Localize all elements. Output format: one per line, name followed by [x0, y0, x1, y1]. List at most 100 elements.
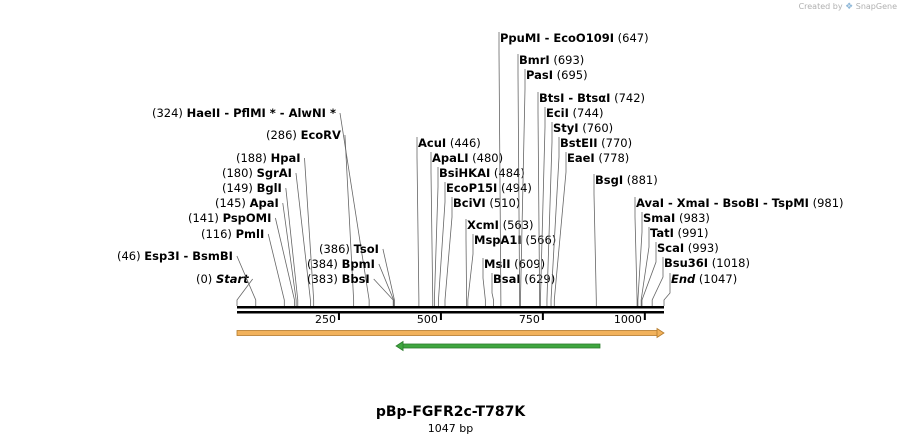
site-label: (188) HpaI: [236, 151, 301, 165]
scale-tick-label: 250: [315, 313, 336, 326]
restriction-site[interactable]: MspA1I (566): [467, 233, 556, 306]
site-name: MslI: [484, 257, 511, 271]
restriction-site[interactable]: BtsI - BtsαI (742): [537, 91, 645, 306]
restriction-site[interactable]: BsgI (881): [593, 173, 658, 306]
site-connector: [491, 273, 494, 306]
site-name: HaeII - PflMI * - AlwNI *: [187, 106, 336, 120]
site-position: (647): [614, 31, 649, 45]
restriction-site[interactable]: (384) BpmI: [307, 257, 395, 306]
site-position: (881): [623, 173, 658, 187]
plasmid-title: pBp-FGFR2c-T787K: [375, 404, 526, 420]
site-label: BciVI (510): [453, 196, 520, 210]
restriction-site[interactable]: TatI (991): [640, 226, 709, 306]
restriction-site[interactable]: (188) HpaI: [236, 151, 315, 306]
scale-tick: [439, 311, 442, 320]
restriction-site[interactable]: ApaLI (480): [430, 151, 503, 306]
site-name: SmaI: [643, 211, 675, 225]
restriction-site[interactable]: BmrI (693): [517, 53, 584, 306]
restriction-site[interactable]: (141) PspOMI: [188, 211, 295, 306]
restriction-site[interactable]: AvaI - XmaI - BsoBI - TspMI (981): [634, 196, 844, 306]
site-label: (324) HaeII - PflMI * - AlwNI *: [152, 106, 336, 120]
site-name: Bsu36I: [664, 256, 708, 270]
restriction-site[interactable]: BsaI (629): [491, 272, 555, 306]
site-connector: [339, 112, 370, 306]
site-name: BsiHKAI: [439, 166, 490, 180]
restriction-site[interactable]: (145) ApaI: [215, 196, 297, 306]
restriction-site[interactable]: BciVI (510): [444, 196, 520, 306]
site-label: AvaI - XmaI - BsoBI - TspMI (981): [636, 196, 844, 210]
site-name: EciI: [546, 106, 569, 120]
site-position: (180): [222, 166, 257, 180]
site-connector: [520, 69, 526, 306]
restriction-site[interactable]: Bsu36I (1018): [651, 256, 750, 306]
site-position: (742): [610, 91, 645, 105]
site-connector: [236, 255, 257, 306]
restriction-site[interactable]: (149) BglI: [222, 181, 299, 306]
site-name: XcmI: [467, 218, 499, 232]
restriction-site[interactable]: End (1047): [663, 272, 737, 306]
restriction-site[interactable]: XcmI (563): [465, 218, 534, 306]
snapgene-brand: Created by ❖ SnapGene: [799, 2, 897, 12]
restriction-site[interactable]: EcoP15I (494): [438, 181, 532, 306]
site-label: (46) Esp3I - BsmBI: [117, 249, 233, 263]
restriction-site[interactable]: SmaI (983): [637, 211, 710, 306]
site-name: Start: [216, 272, 249, 286]
site-position: (760): [579, 121, 614, 135]
site-name: BpmI: [342, 257, 375, 271]
site-connector: [465, 219, 468, 306]
scale-tick: [337, 311, 340, 320]
restriction-site[interactable]: (46) Esp3I - BsmBI: [117, 249, 257, 306]
site-connector: [285, 187, 299, 306]
site-connector: [634, 197, 638, 306]
site-label: ScaI (993): [657, 241, 719, 255]
site-name: End: [671, 272, 696, 286]
restriction-site[interactable]: (286) EcoRV: [266, 128, 355, 306]
green-feature-arrow[interactable]: [395, 340, 601, 352]
backbone-bottom-strand: [237, 311, 664, 314]
site-position: (609): [511, 257, 546, 271]
restriction-site[interactable]: BstEII (770): [550, 136, 633, 306]
site-label: BsiHKAI (484): [439, 166, 525, 180]
site-name: TsoI: [354, 242, 379, 256]
site-label: BmrI (693): [519, 53, 584, 67]
site-connector: [236, 278, 253, 306]
site-position: (46): [117, 249, 144, 263]
restriction-site[interactable]: BsiHKAI (484): [433, 166, 525, 306]
site-position: (141): [188, 211, 223, 225]
site-position: (629): [521, 272, 556, 286]
restriction-site[interactable]: (324) HaeII - PflMI * - AlwNI *: [152, 106, 370, 306]
site-label: TatI (991): [650, 226, 709, 240]
site-label: BsaI (629): [493, 272, 555, 286]
restriction-site[interactable]: (0) Start: [196, 272, 253, 306]
restriction-site[interactable]: ScaI (993): [641, 241, 719, 306]
restriction-site[interactable]: AcuI (446): [416, 136, 481, 306]
restriction-site[interactable]: PasI (695): [520, 68, 588, 306]
site-label: (116) PmlI: [201, 227, 264, 241]
restriction-site[interactable]: StyI (760): [546, 121, 614, 306]
ampicillin-resistance-arrow[interactable]: [236, 327, 665, 339]
snapgene-logo-icon: ❖: [845, 2, 854, 12]
site-connector: [416, 137, 420, 306]
site-connector: [482, 258, 486, 306]
site-name: PspOMI: [223, 211, 272, 225]
site-connector: [546, 122, 553, 306]
restriction-site[interactable]: (386) TsoI: [319, 242, 395, 306]
site-position: (188): [236, 151, 271, 165]
restriction-site[interactable]: PpuMI - EcoO109I (647): [498, 31, 649, 306]
site-position: (770): [598, 136, 633, 150]
restriction-site[interactable]: (383) BbsI: [307, 272, 394, 306]
site-name: ScaI: [657, 241, 684, 255]
restriction-site[interactable]: EciI (744): [540, 106, 604, 306]
restriction-site[interactable]: (180) SgrAI: [222, 166, 311, 306]
site-position: (0): [196, 272, 216, 286]
restriction-site[interactable]: (116) PmlI: [201, 227, 285, 306]
site-name: AvaI - XmaI - BsoBI - TspMI: [636, 196, 809, 210]
site-label: BtsI - BtsαI (742): [539, 91, 645, 105]
site-name: BtsI - BtsαI: [539, 91, 610, 105]
site-label: (145) ApaI: [215, 196, 279, 210]
site-position: (149): [222, 181, 257, 195]
site-connector: [553, 152, 567, 306]
restriction-site[interactable]: EaeI (778): [553, 151, 629, 306]
site-position: (383): [307, 272, 342, 286]
